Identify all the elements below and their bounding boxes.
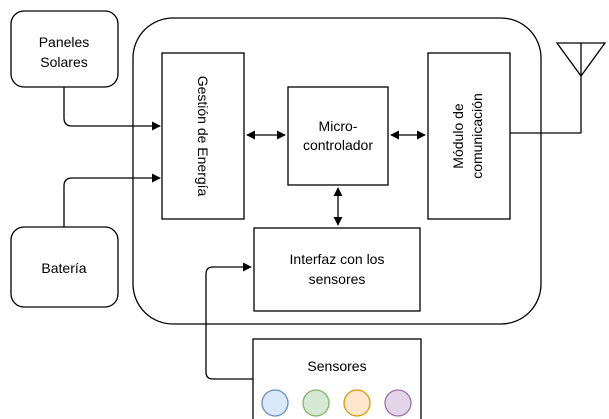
gestion-label: Gestión de Energía	[195, 76, 211, 197]
paneles-line1: Paneles	[39, 34, 90, 50]
interfaz-line2: sensores	[309, 271, 366, 287]
microcontrolador-block: Micro- controlador	[287, 86, 389, 186]
micro-line2: controlador	[303, 137, 373, 153]
gestion-energia-block: Gestión de Energía	[161, 52, 245, 220]
connector-paneles-gestion	[63, 87, 161, 131]
interfaz-line1: Interfaz con los	[290, 251, 385, 267]
modulo-line2: comunicación	[469, 93, 485, 179]
sensor-circle	[261, 389, 289, 417]
system-enclosure	[132, 17, 542, 325]
sensores-label: Sensores	[307, 358, 366, 374]
paneles-line2: Solares	[40, 54, 87, 70]
sensores-block: Sensores	[252, 338, 422, 419]
micro-line1: Micro-	[319, 118, 358, 134]
sensor-circle	[384, 389, 412, 417]
antenna-icon	[555, 42, 607, 133]
connector-sensores-interfaz	[205, 262, 253, 380]
modulo-comunicacion-block: Módulo de comunicación	[427, 52, 511, 220]
bateria-label: Batería	[41, 260, 86, 276]
bateria-block: Batería	[10, 226, 119, 308]
sensor-circle	[302, 389, 330, 417]
paneles-solares-block: Paneles Solares	[10, 10, 119, 88]
sensor-circles	[261, 389, 412, 417]
connector-bateria-gestion	[63, 173, 161, 227]
interfaz-sensores-block: Interfaz con los sensores	[253, 227, 421, 312]
sensor-circle	[343, 389, 371, 417]
modulo-line1: Módulo de	[450, 103, 466, 169]
